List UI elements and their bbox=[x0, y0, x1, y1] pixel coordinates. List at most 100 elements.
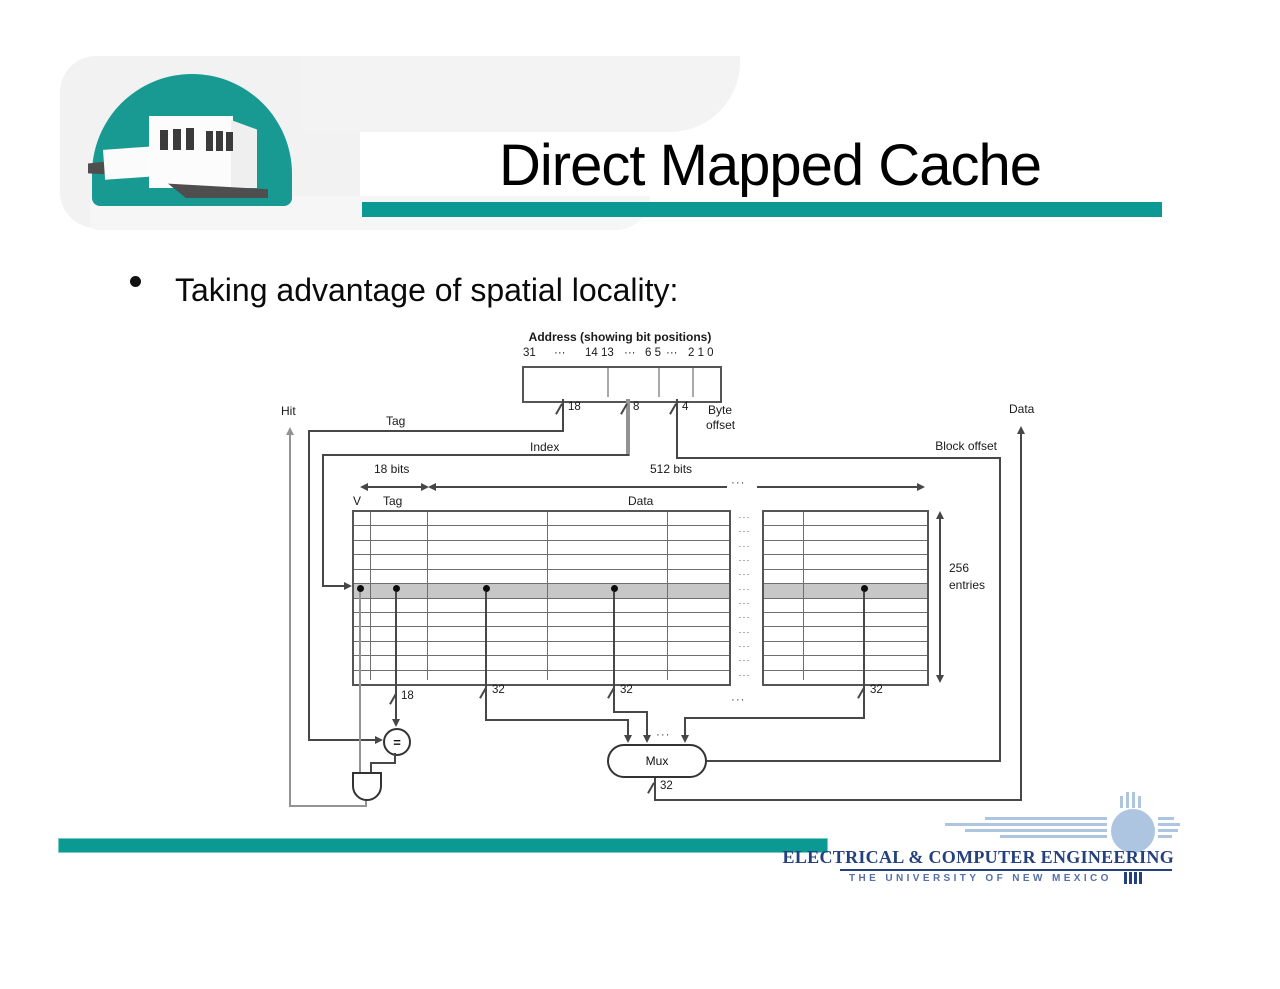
address-field-divider bbox=[658, 368, 660, 397]
table-row bbox=[764, 671, 927, 684]
zia-ray bbox=[1158, 835, 1172, 838]
tag-bits-label: 18 bits bbox=[374, 462, 410, 476]
zia-ray bbox=[945, 823, 1107, 826]
wire bbox=[365, 798, 367, 807]
footer-tick bbox=[1139, 872, 1142, 884]
table-row bbox=[354, 599, 729, 613]
column-divider bbox=[427, 512, 428, 680]
table-row bbox=[764, 570, 927, 585]
tag-wire-label: Tag bbox=[386, 414, 406, 428]
connection-dot bbox=[393, 585, 400, 592]
arrowhead bbox=[421, 483, 429, 491]
word-width-label: 32 bbox=[620, 684, 633, 696]
data-header: Data bbox=[628, 494, 654, 508]
wire bbox=[704, 760, 1001, 762]
byte-offset-label: offset bbox=[706, 418, 736, 432]
ellipsis: ··· bbox=[738, 569, 751, 580]
address-title: Address (showing bit positions) bbox=[528, 330, 712, 344]
equals-sign: = bbox=[393, 734, 401, 750]
wire bbox=[654, 799, 1022, 801]
table-row bbox=[354, 627, 729, 642]
footer-tick bbox=[1129, 872, 1132, 884]
wire bbox=[289, 805, 367, 807]
wire bbox=[654, 776, 656, 801]
building-side bbox=[231, 120, 257, 188]
ellipsis: ··· bbox=[738, 555, 751, 566]
bit-label: 31 bbox=[523, 347, 536, 359]
entries-word-label: entries bbox=[949, 578, 986, 592]
data-bits-label: 512 bits bbox=[650, 462, 693, 476]
wire bbox=[626, 399, 630, 456]
bit-label: ··· bbox=[554, 347, 566, 359]
connection-dot bbox=[611, 585, 618, 592]
wire bbox=[646, 711, 648, 737]
table-row bbox=[764, 541, 927, 556]
tag-compare-width-label: 18 bbox=[401, 690, 414, 702]
tag-header: Tag bbox=[383, 494, 403, 508]
bit-label: ··· bbox=[666, 347, 678, 359]
ellipsis: ··· bbox=[738, 583, 751, 594]
arrowhead bbox=[375, 736, 383, 744]
department-name: ELECTRICAL & COMPUTER ENGINEERING bbox=[782, 847, 1174, 867]
measure-arrow bbox=[757, 486, 922, 488]
table-row bbox=[354, 555, 729, 570]
wire bbox=[308, 430, 564, 432]
footer-tick bbox=[1134, 872, 1137, 884]
ellipsis: ··· bbox=[738, 641, 751, 652]
wire bbox=[395, 592, 397, 723]
entries-arrow bbox=[939, 516, 941, 678]
wire bbox=[322, 454, 629, 456]
table-row bbox=[764, 627, 927, 642]
address-box bbox=[522, 366, 722, 403]
wire bbox=[1020, 433, 1022, 801]
bit-label: 14 13 bbox=[585, 347, 614, 359]
arrowhead bbox=[344, 582, 352, 590]
arrowhead bbox=[286, 427, 294, 435]
zia-ray bbox=[1126, 792, 1129, 808]
zia-ray bbox=[1120, 796, 1123, 808]
ellipsis: ··· bbox=[738, 526, 751, 537]
wire bbox=[308, 739, 376, 741]
byte-offset-label: Byte bbox=[708, 403, 733, 417]
table-row bbox=[354, 541, 729, 556]
mux-label: Mux bbox=[645, 754, 669, 768]
table-gap-dots: ···································· bbox=[727, 510, 762, 682]
wire bbox=[613, 592, 615, 713]
arrowhead bbox=[936, 675, 944, 683]
block-offset-label: Block offset bbox=[935, 439, 997, 453]
ellipsis: ··· bbox=[738, 669, 751, 680]
wire bbox=[684, 717, 686, 737]
ellipsis: ··· bbox=[738, 612, 751, 623]
zia-ray bbox=[1138, 796, 1141, 808]
entries-count-label: 256 bbox=[949, 561, 970, 575]
wire bbox=[613, 711, 648, 713]
table-row bbox=[764, 584, 927, 599]
mux: Mux bbox=[607, 744, 707, 778]
wire bbox=[308, 430, 310, 741]
bullet-text: Taking advantage of spatial locality: bbox=[175, 272, 679, 308]
title-underline-bar bbox=[362, 202, 1162, 217]
cache-table-right bbox=[762, 510, 929, 686]
mux-out-width-label: 32 bbox=[660, 780, 673, 792]
column-divider bbox=[370, 512, 371, 680]
comparator: = bbox=[383, 728, 411, 756]
arrowhead bbox=[360, 483, 368, 491]
table-row bbox=[354, 671, 729, 684]
cache-table-left bbox=[352, 510, 731, 686]
wire bbox=[394, 753, 396, 764]
bit-label: ··· bbox=[624, 347, 636, 359]
arrowhead bbox=[624, 735, 632, 743]
header-swoosh bbox=[300, 56, 740, 132]
wire bbox=[322, 454, 324, 587]
column-divider bbox=[547, 512, 548, 680]
wire bbox=[863, 592, 865, 719]
arrowhead bbox=[643, 735, 651, 743]
page-title: Direct Mapped Cache bbox=[499, 133, 1042, 198]
and-gate bbox=[352, 772, 382, 801]
arrowhead bbox=[681, 735, 689, 743]
table-row bbox=[354, 584, 729, 599]
wire bbox=[485, 719, 629, 721]
bit-label: 2 1 0 bbox=[688, 347, 714, 359]
block-offset-width-label: 4 bbox=[682, 401, 689, 413]
